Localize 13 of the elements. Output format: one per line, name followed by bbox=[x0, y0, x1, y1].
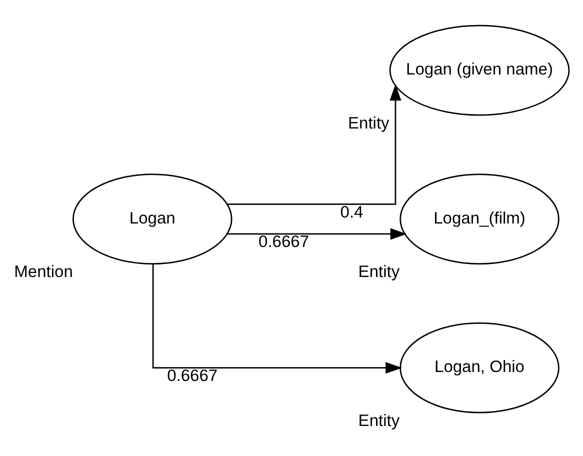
node-ellipse: Logan, Ohio bbox=[400, 322, 560, 414]
arrow bbox=[152, 264, 402, 374]
edge-label: 0.6667 bbox=[258, 232, 310, 252]
node-label: Entity bbox=[358, 262, 400, 282]
edge-label: 0.4 bbox=[340, 202, 364, 222]
node-label: Mention bbox=[14, 262, 73, 282]
arrow bbox=[227, 228, 407, 240]
node-ellipse: Logan bbox=[72, 174, 232, 264]
edge-label: 0.6667 bbox=[167, 366, 218, 386]
node-label: Entity bbox=[358, 410, 400, 430]
node-ellipse: Logan_(film) bbox=[400, 174, 560, 264]
arrow bbox=[227, 84, 402, 205]
node-label: Entity bbox=[348, 113, 390, 132]
